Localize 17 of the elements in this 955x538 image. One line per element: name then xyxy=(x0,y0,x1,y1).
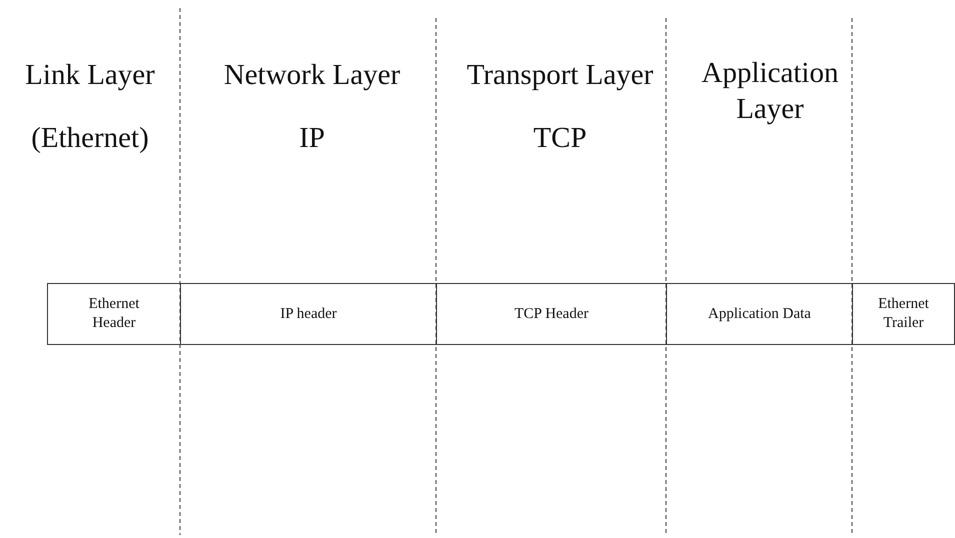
packet-field xyxy=(436,283,667,345)
packet-field xyxy=(47,283,181,345)
protocol-label: TCP xyxy=(533,121,587,156)
layer-heading: Link Layer xyxy=(25,58,155,93)
layer-heading: Network Layer xyxy=(224,58,400,93)
field-label: Application Data xyxy=(708,304,811,324)
packet-field xyxy=(180,283,437,345)
layer-heading: Transport Layer xyxy=(466,58,654,93)
layer-heading: Application Layer xyxy=(700,56,840,127)
packet-field xyxy=(852,283,955,345)
field-label: IP header xyxy=(280,304,337,324)
field-label: TCP Header xyxy=(514,304,588,324)
protocol-label: IP xyxy=(299,121,325,156)
packet-field xyxy=(666,283,853,345)
field-label: Ethernet Trailer xyxy=(877,295,930,333)
field-label: Ethernet Header xyxy=(88,295,140,333)
protocol-label: (Ethernet) xyxy=(31,121,149,156)
